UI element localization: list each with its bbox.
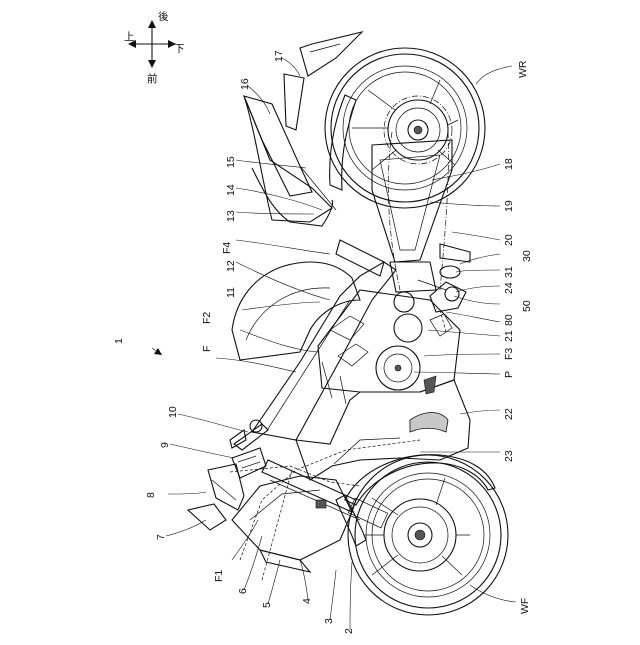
engine <box>318 290 460 404</box>
label-F2: F2 <box>201 312 213 324</box>
label-4: 4 <box>301 598 313 604</box>
label-5: 5 <box>261 602 273 608</box>
direction-indicator: 上 下 前 後 <box>124 10 185 85</box>
label-WR: WR <box>517 60 529 78</box>
label-15: 15 <box>225 156 237 168</box>
label-11: 11 <box>225 287 237 298</box>
label-14: 14 <box>225 184 237 196</box>
drive-chain <box>388 132 448 290</box>
arrow-front-icon <box>148 60 156 68</box>
label-21: 21 <box>503 330 515 342</box>
seat-and-tail-cowl <box>244 96 336 226</box>
reference-arrow-icon <box>154 348 162 355</box>
label-1: 1 <box>113 338 125 344</box>
swing-arm <box>372 140 452 292</box>
fuel-tank <box>232 262 360 360</box>
label-19: 19 <box>503 200 515 212</box>
label-13: 13 <box>225 210 237 222</box>
label-F3: F3 <box>503 348 515 360</box>
label-9: 9 <box>159 442 171 448</box>
label-50: 50 <box>521 300 533 312</box>
label-12: 12 <box>225 260 237 272</box>
label-10: 10 <box>167 406 179 418</box>
leader-lines <box>152 58 516 630</box>
label-16: 16 <box>239 78 251 90</box>
label-F: F <box>201 346 213 352</box>
direction-front-label: 前 <box>147 72 158 85</box>
label-18: 18 <box>503 158 515 170</box>
label-P: P <box>503 371 515 378</box>
label-30: 30 <box>521 250 533 262</box>
direction-rear-label: 後 <box>158 10 169 23</box>
label-23: 23 <box>503 450 515 462</box>
rear-linkage <box>418 244 470 332</box>
label-22: 22 <box>503 408 515 420</box>
arrow-rear-icon <box>148 20 156 28</box>
label-WF: WF <box>519 598 531 614</box>
rear-wheel <box>325 48 485 208</box>
front-wheel <box>348 455 508 615</box>
label-31: 31 <box>503 266 515 278</box>
label-24: 24 <box>503 282 515 294</box>
label-F1: F1 <box>213 570 225 582</box>
label-3: 3 <box>323 618 335 624</box>
label-17: 17 <box>273 50 285 62</box>
label-20: 20 <box>503 234 515 246</box>
direction-down-label: 下 <box>174 43 185 55</box>
label-7: 7 <box>155 534 167 540</box>
label-8: 8 <box>145 492 157 498</box>
direction-up-label: 上 <box>124 31 135 43</box>
label-2: 2 <box>343 628 355 634</box>
label-F4: F4 <box>221 242 233 254</box>
label-80: 80 <box>503 314 515 326</box>
windscreen-mirror <box>188 464 244 530</box>
label-6: 6 <box>237 588 249 594</box>
